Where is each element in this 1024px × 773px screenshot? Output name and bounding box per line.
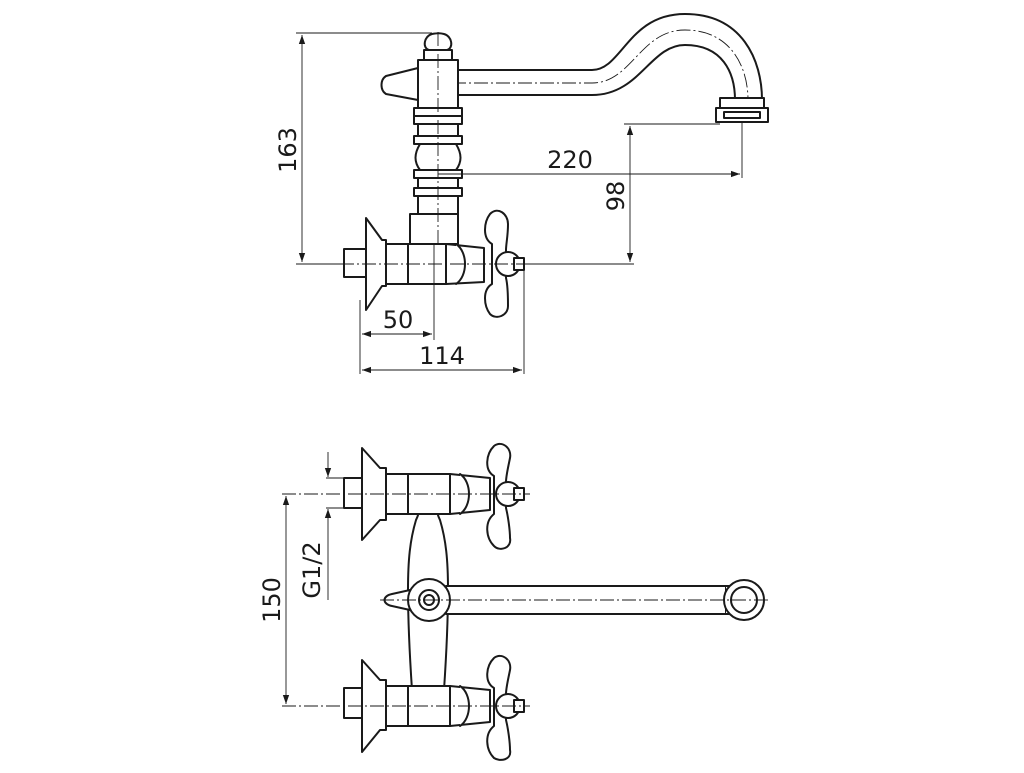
dim-label-114: 114 [419,342,465,370]
dim-depth-114: 114 [362,270,525,374]
dim-label-163: 163 [274,127,302,173]
dim-label-50: 50 [383,306,414,334]
front-view: 150 G1/2 [258,442,770,761]
dim-depth-50: 50 [359,244,435,374]
valve-body [340,209,530,318]
front-bottom-valve [282,654,530,761]
column [380,32,463,246]
dim-label-thread: G1/2 [298,541,326,598]
dim-thread: G1/2 [298,452,344,600]
dim-reach-220: 220 [438,122,743,178]
dim-spacing-150: 150 [258,496,290,704]
dim-height-98: 98 [524,123,720,265]
dim-label-220: 220 [547,146,593,174]
front-spout [380,578,770,622]
dim-height-163: 163 [274,32,432,265]
front-top-valve [282,442,530,550]
side-view: 163 220 98 50 114 [274,13,769,374]
dim-label-150: 150 [258,577,286,623]
spout [451,13,769,123]
dim-label-98: 98 [602,181,630,212]
